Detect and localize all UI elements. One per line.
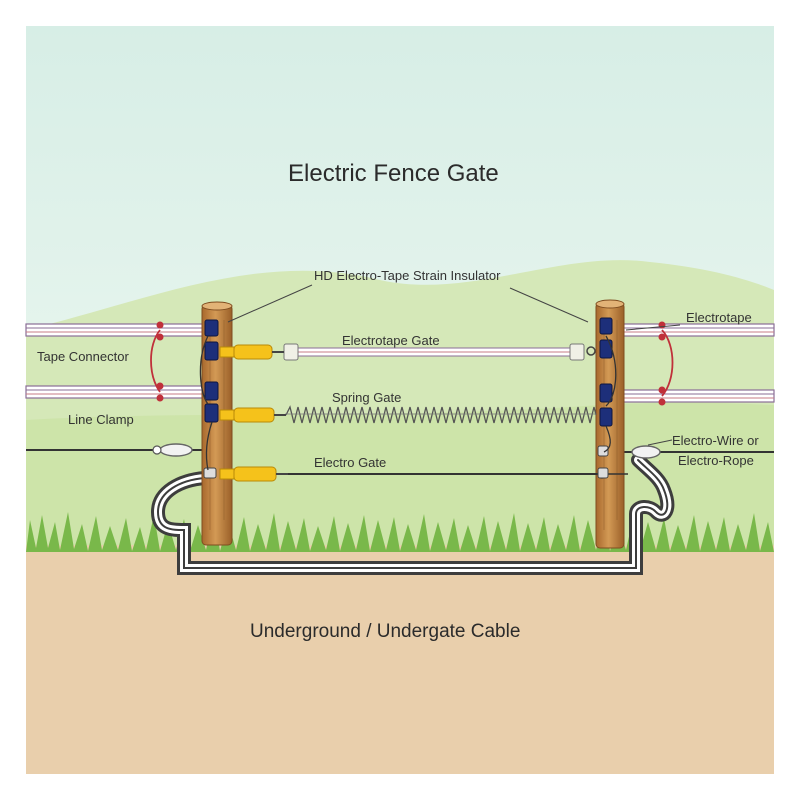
- undergate-cable-title: Underground / Undergate Cable: [250, 621, 521, 642]
- undergate-cable: [150, 453, 675, 575]
- spring-gate: [285, 405, 597, 424]
- leader-lines: [227, 284, 681, 446]
- left-post: [201, 301, 233, 546]
- strain-insulator-label: HD Electro-Tape Strain Insulator: [314, 268, 501, 283]
- electrotape-gate: [283, 343, 596, 361]
- gate-handle-top: [219, 344, 284, 360]
- line-clamp-label: Line Clamp: [68, 412, 134, 427]
- electrotape-gate-label: Electrotape Gate: [342, 333, 440, 348]
- lead-wires: [199, 335, 617, 471]
- spring-gate-label: Spring Gate: [332, 390, 402, 405]
- post-clips-bottom: [203, 445, 609, 479]
- line-clamp-right: [631, 445, 661, 459]
- gate-handle-bottom: [219, 466, 288, 482]
- tape-connector-right: [658, 321, 674, 406]
- electrotape-label: Electrotape: [686, 310, 752, 325]
- diagram-title: Electric Fence Gate: [288, 160, 499, 187]
- tape-connector-label: Tape Connector: [37, 349, 129, 364]
- gate-handle-middle: [219, 407, 286, 423]
- post-insulators: [204, 317, 613, 427]
- line-clamp-left: [152, 443, 193, 457]
- electro-wire-label: Electro-Wire or: [672, 433, 759, 448]
- tape-connector-left: [150, 321, 164, 402]
- electro-gate-label: Electro Gate: [314, 455, 387, 470]
- electro-rope-label: Electro-Rope: [678, 453, 754, 468]
- ground: [26, 545, 774, 774]
- left-fence-lines: [25, 323, 213, 451]
